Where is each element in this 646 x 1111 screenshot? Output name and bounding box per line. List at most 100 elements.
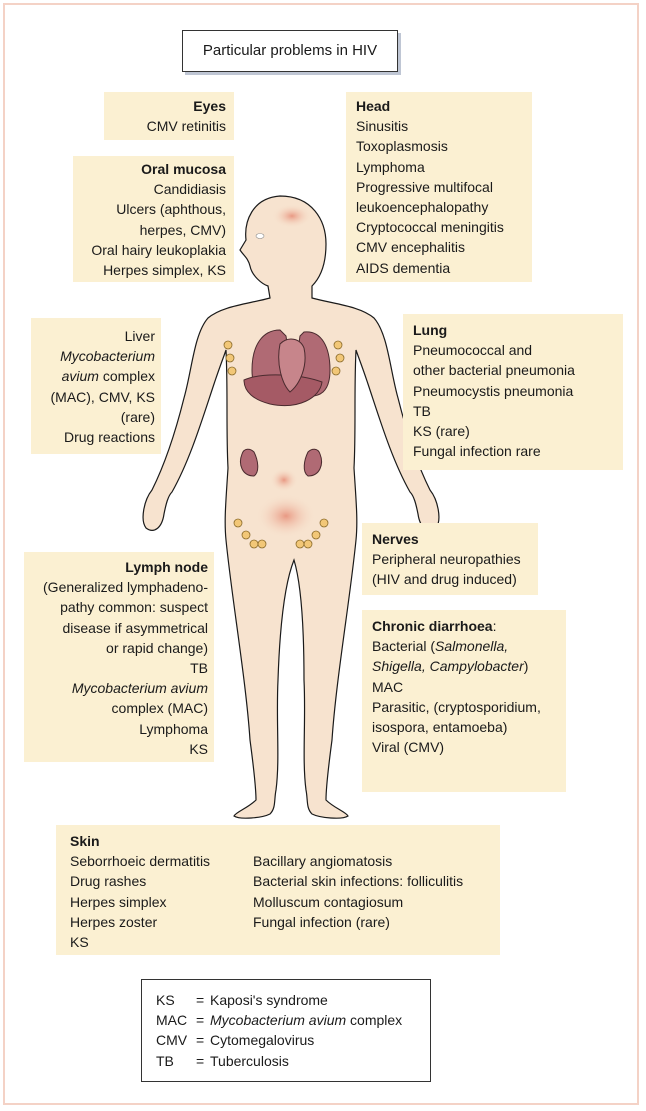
head-line: CMV encephalitis [356, 239, 465, 256]
legend-text: Tuberculosis [210, 1052, 289, 1069]
oral-line: Candidiasis [153, 181, 226, 198]
legend-text: Kaposi's syndrome [210, 992, 328, 1008]
skin-line: Molluscum contagiosum [253, 893, 404, 910]
lymph-line: disease if asymmetrical [62, 619, 209, 636]
liver [243, 374, 323, 406]
diarrhoea-line: Shigella, Campylobacter [372, 658, 524, 675]
diarrhoea-line: Viral (CMV) [372, 739, 445, 756]
pelvis-highlight [256, 494, 316, 538]
legend-row: TB = Tuberculosis [156, 1051, 430, 1071]
lymph-title: Lymph node [125, 559, 208, 575]
diarrhoea-line: Parasitic, (cryptosporidium, [372, 698, 541, 715]
legend-row: CMV = Cytomegalovirus [156, 1030, 430, 1050]
head-line: Sinusitis [356, 118, 409, 135]
oral-line: Ulcers (aphthous, [116, 201, 226, 218]
right-kidney [303, 448, 322, 477]
liver-title: Liver [124, 328, 155, 344]
head-line: Lymphoma [356, 158, 425, 175]
oral-line: Oral hairy leukoplakia [91, 241, 226, 258]
oral-title: Oral mucosa [141, 161, 226, 177]
head-line: Cryptococcal meningitis [356, 219, 504, 236]
lung-line: KS (rare) [413, 423, 470, 440]
oral-line: herpes, CMV) [139, 221, 226, 238]
lymph-line: Lymphoma [139, 720, 208, 737]
liver-line: Drug reactions [63, 429, 155, 446]
legend-equals: = [196, 992, 205, 1008]
oral-line: Herpes simplex, KS [103, 262, 226, 279]
lymph-node-box: Lymph node (Generalized lymphadeno- path… [24, 552, 214, 762]
lymph-line: KS [189, 740, 208, 757]
figure-title: Particular problems in HIV [182, 30, 398, 72]
skin-title: Skin [70, 833, 100, 849]
liver-line: complex [98, 368, 155, 385]
lymph-line: Mycobacterium avium [71, 680, 208, 697]
legend-row: KS = Kaposi's syndrome [156, 990, 430, 1010]
eyes-line: CMV retinitis [146, 118, 226, 135]
lymph-line: (Generalized lymphadeno- [43, 579, 208, 596]
eyes-box: Eyes CMV retinitis [104, 92, 234, 140]
head-box: Head Sinusitis Toxoplasmosis Lymphoma Pr… [346, 92, 532, 282]
lymph-line: TB [190, 660, 208, 677]
legend-text: Cytomegalovirus [210, 1032, 315, 1049]
liver-box: Liver Mycobacterium avium complex (MAC),… [31, 318, 161, 454]
oral-mucosa-box: Oral mucosa Candidiasis Ulcers (aphthous… [73, 156, 234, 282]
head-title: Head [356, 98, 391, 114]
skin-right-column: Bacillary angiomatosis Bacterial skin in… [253, 851, 463, 932]
diarrhoea-title: Chronic diarrhoea [372, 618, 493, 634]
nerves-title: Nerves [372, 531, 419, 547]
lymph-nodes [223, 340, 345, 549]
legend-text: Mycobacterium avium [210, 1012, 347, 1029]
head-line: AIDS dementia [356, 259, 451, 276]
lung-line: Fungal infection rare [413, 443, 541, 460]
skin-left-column: Seborrhoeic dermatitis Drug rashes Herpe… [70, 851, 210, 952]
liver-line: Mycobacterium [60, 348, 155, 365]
head-highlight [272, 204, 312, 228]
lung-box: Lung Pneumococcal and other bacterial pn… [403, 314, 623, 470]
bladder-highlight [270, 468, 298, 492]
legend-equals: = [196, 1032, 205, 1049]
diarrhoea-line: ) [523, 658, 529, 675]
legend-abbr: CMV [156, 1032, 188, 1049]
liver-line: (MAC), CMV, KS [50, 388, 156, 405]
liver-line: (rare) [120, 408, 155, 425]
lung-line: Pneumocystis pneumonia [413, 382, 574, 399]
nerves-line: Peripheral neuropathies [372, 551, 521, 568]
legend-equals: = [196, 1052, 205, 1069]
head-line: Toxoplasmosis [356, 138, 448, 155]
eye-mark [255, 233, 265, 239]
skin-line: Drug rashes [70, 873, 147, 890]
skin-line: Seborrhoeic dermatitis [70, 853, 211, 870]
eyes-title: Eyes [193, 98, 226, 114]
skin-box: Skin Seborrhoeic dermatitis Drug rashes … [56, 825, 500, 955]
lymph-line: or rapid change) [106, 639, 208, 656]
skin-line: KS [70, 934, 89, 951]
diarrhoea-line: MAC [372, 678, 404, 695]
heart [278, 338, 306, 393]
legend-equals: = [196, 1012, 205, 1029]
legend-abbr: MAC [156, 1012, 188, 1029]
legend-text: complex [346, 1012, 403, 1029]
head-line: leukoencephalopathy [356, 199, 489, 216]
head-line: Progressive multifocal [356, 178, 493, 195]
lymph-line: pathy common: suspect [60, 599, 208, 616]
diarrhoea-line: isospora, entamoeba) [372, 719, 508, 736]
legend-abbr: TB [156, 1052, 174, 1069]
skin-line: Herpes simplex [70, 893, 167, 910]
lymph-line: complex (MAC) [111, 700, 208, 717]
diarrhoea-box: Chronic diarrhoea: Bacterial (Salmonella… [362, 610, 566, 792]
lung-line: TB [413, 402, 431, 419]
skin-line: Fungal infection (rare) [253, 913, 390, 930]
lung-line: other bacterial pneumonia [413, 362, 575, 379]
diarrhoea-colon: : [492, 618, 497, 634]
legend-row: MAC = Mycobacterium avium complex [156, 1010, 430, 1030]
diarrhoea-line: Bacterial ( [372, 638, 436, 655]
skin-line: Herpes zoster [70, 913, 158, 930]
skin-line: Bacillary angiomatosis [253, 853, 393, 870]
legend-abbr: KS [156, 992, 175, 1008]
skin-line: Bacterial skin infections: folliculitis [253, 873, 464, 890]
abbreviation-legend: KS = Kaposi's syndrome MAC = Mycobacteri… [141, 979, 431, 1082]
nerves-line: (HIV and drug induced) [372, 571, 517, 588]
diarrhoea-line: Salmonella, [435, 638, 509, 655]
left-kidney [240, 448, 259, 477]
